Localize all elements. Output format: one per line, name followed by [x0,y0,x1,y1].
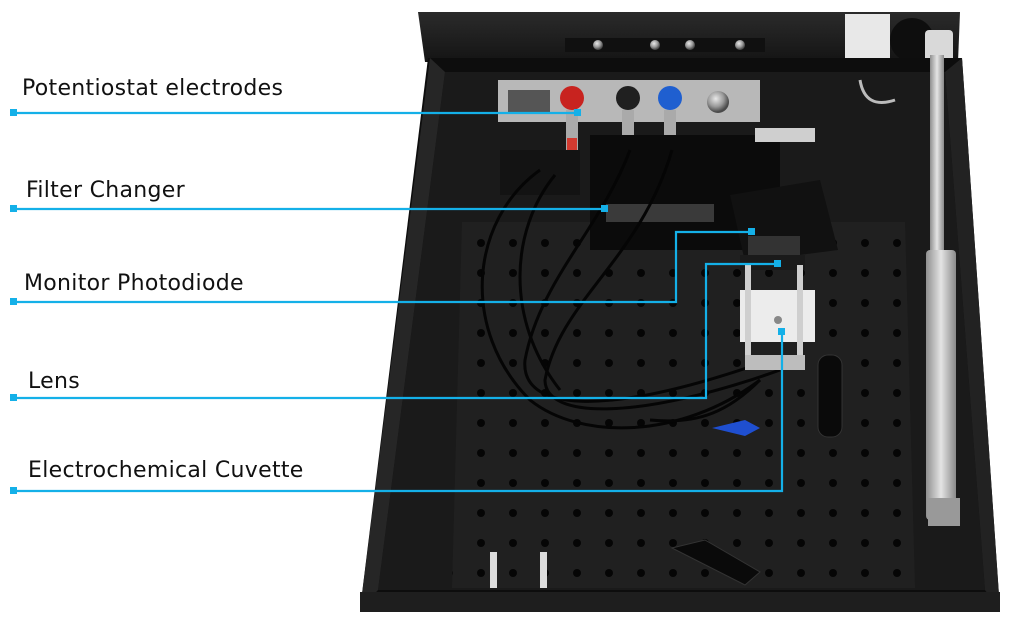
callout-line-lens [14,262,778,400]
callout-line-photodiode [14,230,752,304]
photodiode-mount [730,180,838,270]
callout-lines [14,111,784,493]
cuvette-holder [740,265,815,370]
electrode-panel [498,80,760,150]
callout-dots [10,109,785,494]
label-electrochemical-cuvette: Electrochemical Cuvette [28,458,304,483]
clamps [490,354,843,588]
gas-strut [858,55,960,526]
callout-line-cuvette [14,332,784,493]
enclosure-lid [418,12,960,85]
label-filter-changer: Filter Changer [26,178,185,203]
red-electrode-connector [560,86,584,110]
label-lens: Lens [28,369,81,394]
cables [480,149,781,430]
label-potentiostat-electrodes: Potentiostat electrodes [22,76,284,101]
blue-electrode-connector [658,86,682,110]
label-monitor-photodiode: Monitor Photodiode [24,271,244,296]
blue-clip [712,420,760,436]
